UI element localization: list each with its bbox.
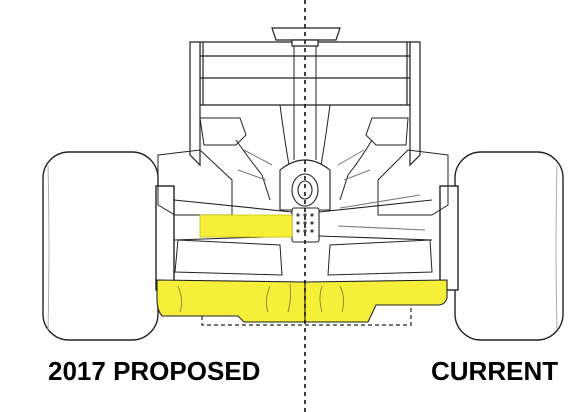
label-2017-proposed: 2017 PROPOSED [48,356,261,386]
highlight-diffuser [156,279,306,323]
highlight-suspension-arm [199,214,293,238]
right-tyre [439,151,564,341]
label-current: CURRENT [431,356,559,386]
lower-bodywork [174,239,433,276]
diffuser-current [304,279,448,323]
diffuser-strakes-right [319,285,345,313]
sidepods [157,117,449,216]
diffuser-strakes-left [177,283,292,313]
left-tyre [42,151,175,341]
dashed-floor-outline [201,305,412,326]
